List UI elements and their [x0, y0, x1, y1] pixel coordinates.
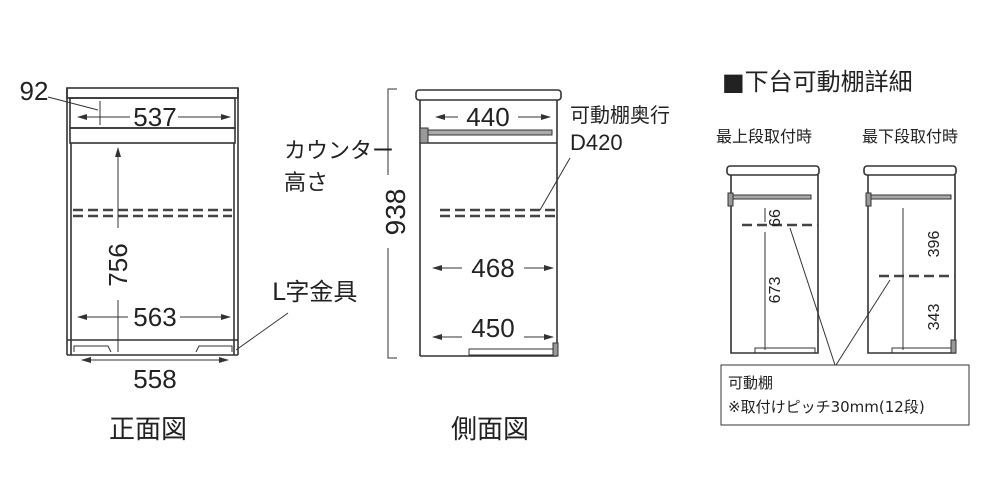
note-line-1: 可動棚 — [728, 374, 773, 392]
dim-drawer-width: 537 — [133, 102, 176, 132]
front-view-caption: 正面図 — [109, 415, 187, 445]
front-view: 537 92 756 563 558 L字金具 正面図 — [20, 76, 358, 445]
dim-total-height: 938 — [380, 189, 411, 236]
detail-title: ■下台可動棚詳細 — [722, 68, 913, 96]
bottom-mount-cabinet: 396 343 — [863, 165, 957, 354]
side-view: 440 468 450 可動棚奥行 D420 側面図 — [415, 89, 670, 445]
note-line-2: ※取付けピッチ30mm(12段) — [728, 398, 925, 416]
height-dimension: 938 カウンター 高さ — [284, 88, 411, 359]
dim-inner-width: 563 — [133, 302, 176, 332]
shelf-depth-label: 可動棚奥行 — [570, 103, 670, 127]
top-mount-cabinet: 66 673 — [726, 165, 820, 354]
shelf-detail: ■下台可動棚詳細 最上段取付時 最下段取付時 66 673 396 343 — [716, 68, 970, 426]
top-dim-upper: 66 — [767, 209, 784, 227]
top-dim-lower: 673 — [767, 277, 784, 304]
counter-height-label-1: カウンター — [284, 139, 394, 164]
bottom-mount-label: 最下段取付時 — [862, 127, 958, 146]
bottom-dim-upper: 396 — [926, 231, 943, 258]
dim-drawer-depth: 440 — [466, 102, 509, 132]
dim-inner-height: 756 — [103, 243, 133, 286]
shelf-depth-value: D420 — [570, 130, 623, 155]
bracket-label: L字金具 — [272, 278, 357, 306]
counter-height-label-2: 高さ — [284, 171, 328, 196]
bottom-dim-lower: 343 — [926, 304, 943, 331]
dim-top-height: 92 — [20, 76, 49, 106]
dim-base-width: 558 — [133, 364, 176, 394]
side-view-caption: 側面図 — [451, 415, 529, 445]
dim-inner-depth: 468 — [471, 253, 514, 283]
top-mount-label: 最上段取付時 — [716, 127, 812, 146]
dim-base-depth: 450 — [471, 313, 514, 343]
